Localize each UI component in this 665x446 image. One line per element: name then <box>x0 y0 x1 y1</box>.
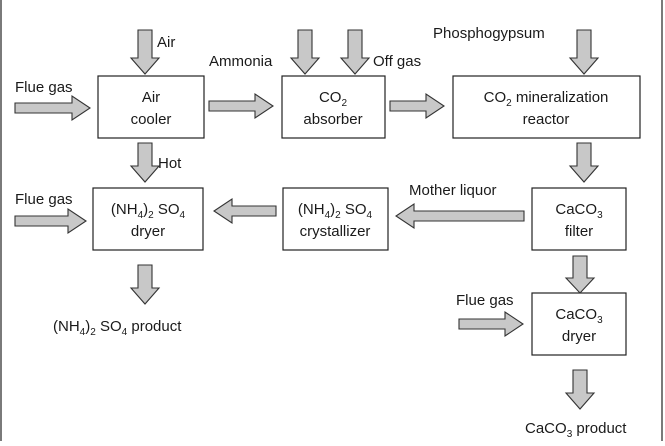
co2-absorber-line1: CO2 <box>319 89 348 109</box>
arrow-reactor-to-filter <box>568 142 600 183</box>
reactor-line2: reactor <box>523 111 570 128</box>
arrow-dryer-to-nh4-product <box>129 264 161 305</box>
nh4-dryer-line1: (NH4)2 SO4 <box>111 201 186 221</box>
label-hot: Hot <box>158 155 182 172</box>
co2-absorber-box <box>281 75 386 139</box>
arrow-cooler-to-absorber <box>208 92 274 120</box>
air-cooler-line1: Air <box>142 89 160 106</box>
arrow-flue-gas-1 <box>14 94 91 122</box>
arrow-off-gas <box>339 29 371 75</box>
arrow-mother-liquor <box>395 202 525 230</box>
co2-absorber-line2: absorber <box>303 111 362 128</box>
crystallizer-line1: (NH4)2 SO4 <box>298 201 373 221</box>
arrow-absorber-to-reactor <box>389 92 445 120</box>
arrow-filter-to-dryer <box>564 255 596 294</box>
arrow-flue-gas-2 <box>14 207 87 235</box>
label-ammonia: Ammonia <box>209 53 273 70</box>
label-flue-gas-2: Flue gas <box>15 191 73 208</box>
arrow-crystallizer-to-dryer <box>213 197 277 225</box>
crystallizer-line2: crystallizer <box>300 223 371 240</box>
label-flue-gas-3: Flue gas <box>456 292 514 309</box>
nh4so4-product-label: (NH4)2 SO4 product <box>53 318 182 338</box>
arrow-ammonia-in <box>289 29 321 75</box>
label-phosphogypsum: Phosphogypsum <box>433 25 545 42</box>
caco3-product-label: CaCO3 product <box>525 420 627 440</box>
label-air: Air <box>157 34 175 51</box>
arrow-flue-gas-3 <box>458 310 524 338</box>
reactor-line1: CO2 mineralization <box>484 89 609 109</box>
air-cooler-line2: cooler <box>131 111 172 128</box>
air-cooler-box <box>97 75 205 139</box>
filter-line2: filter <box>565 223 593 240</box>
caco3-dryer-box <box>531 292 627 356</box>
nh4so4-dryer-box <box>92 187 204 251</box>
crystallizer-box <box>282 187 389 251</box>
caco3-dryer-line2: dryer <box>562 328 596 345</box>
caco3-dryer-line1: CaCO3 <box>555 306 603 326</box>
arrow-hot <box>129 142 161 183</box>
label-off-gas: Off gas <box>373 53 421 70</box>
arrow-dryer-to-caco3-product <box>564 369 596 410</box>
arrow-air-in <box>129 29 161 75</box>
label-flue-gas-1: Flue gas <box>15 79 73 96</box>
caco3-filter-box <box>531 187 627 251</box>
label-mother-liquor: Mother liquor <box>409 182 497 199</box>
filter-line1: CaCO3 <box>555 201 603 221</box>
nh4-dryer-line2: dryer <box>131 223 165 240</box>
arrow-phosphogypsum-in <box>568 29 600 75</box>
mineralization-reactor-box <box>452 75 641 139</box>
